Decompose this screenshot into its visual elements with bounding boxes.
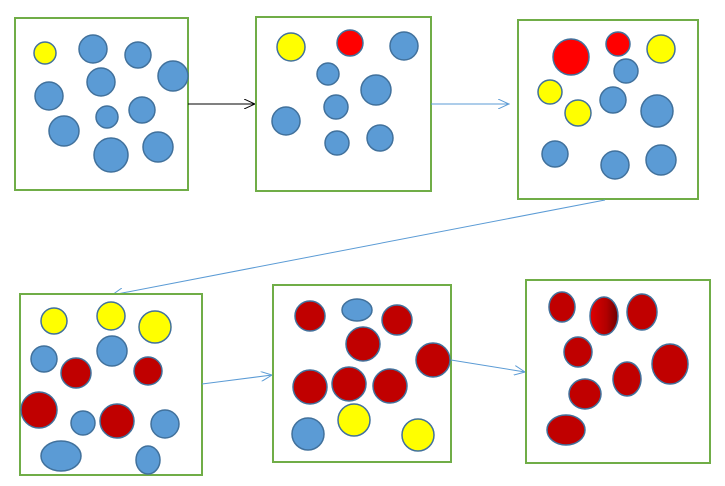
- dark-red-circle: [548, 291, 576, 323]
- yellow-circle: [646, 34, 676, 64]
- dark-red-circle: [381, 304, 413, 336]
- blue-circle: [135, 445, 161, 475]
- blue-circle: [96, 335, 128, 367]
- blue-circle: [86, 67, 116, 97]
- red-circle: [336, 29, 364, 57]
- dark-red-circle: [568, 378, 602, 410]
- dark-red-circle: [372, 368, 408, 404]
- arrow-4-to-5: [201, 375, 272, 385]
- blue-circle: [291, 417, 325, 451]
- stage-1-box: [14, 17, 189, 191]
- yellow-circle: [33, 41, 57, 65]
- stage-5-box: [272, 284, 452, 463]
- blue-circle: [78, 34, 108, 64]
- blue-circle: [541, 140, 569, 168]
- blue-circle: [324, 130, 350, 156]
- blue-circle: [142, 131, 174, 163]
- yellow-circle: [337, 403, 371, 437]
- stage-3-box: [517, 19, 699, 200]
- dark-red-circle: [99, 403, 135, 439]
- dark-red-circle: [345, 326, 381, 362]
- arrow-5-to-6: [450, 359, 525, 372]
- blue-circle: [600, 150, 630, 180]
- dark-red-circle: [331, 366, 367, 402]
- blue-circle: [70, 410, 96, 436]
- dark-red-circle: [60, 357, 92, 389]
- yellow-circle: [40, 307, 68, 335]
- blue-circle: [360, 74, 392, 106]
- yellow-circle: [401, 418, 435, 452]
- blue-circle: [34, 81, 64, 111]
- blue-circle: [128, 96, 156, 124]
- yellow-circle: [276, 32, 306, 62]
- dark-red-circle: [20, 391, 58, 429]
- stage-2-box: [255, 16, 432, 192]
- blue-circle: [48, 115, 80, 147]
- dark-red-circle: [294, 300, 326, 332]
- stage-4-box: [19, 293, 203, 476]
- dark-red-circle: [546, 414, 586, 446]
- yellow-circle: [96, 301, 126, 331]
- red-circle: [605, 31, 631, 57]
- yellow-circle: [138, 310, 172, 344]
- blue-circle: [389, 31, 419, 61]
- dark-red-circle: [626, 293, 658, 331]
- blue-circle: [316, 62, 340, 86]
- blue-circle: [124, 41, 152, 69]
- dark-red-circle: [292, 369, 328, 405]
- blue-circle: [93, 137, 129, 173]
- arrow-3-to-4: [112, 199, 606, 295]
- dark-red-circle: [612, 361, 642, 397]
- blue-circle: [640, 94, 674, 128]
- dark-red-circle: [133, 356, 163, 386]
- dark-red-circle: [415, 342, 451, 378]
- blue-circle: [323, 94, 349, 120]
- blue-circle: [30, 345, 58, 373]
- blue-circle: [271, 106, 301, 136]
- dark-red-circle: [651, 343, 689, 385]
- dark-red-circle: [563, 336, 593, 368]
- blue-circle: [157, 60, 189, 92]
- red-circle: [552, 38, 590, 76]
- blue-circle: [599, 86, 627, 114]
- blue-circle: [341, 298, 373, 322]
- yellow-circle: [537, 79, 563, 105]
- blue-circle: [40, 440, 82, 472]
- blue-circle: [95, 105, 119, 129]
- stage-6-box: [525, 279, 711, 464]
- yellow-circle: [564, 99, 592, 127]
- blue-circle: [645, 144, 677, 176]
- dark-red-circle: [589, 296, 619, 336]
- blue-circle: [150, 409, 180, 439]
- blue-circle: [366, 124, 394, 152]
- blue-circle: [613, 58, 639, 84]
